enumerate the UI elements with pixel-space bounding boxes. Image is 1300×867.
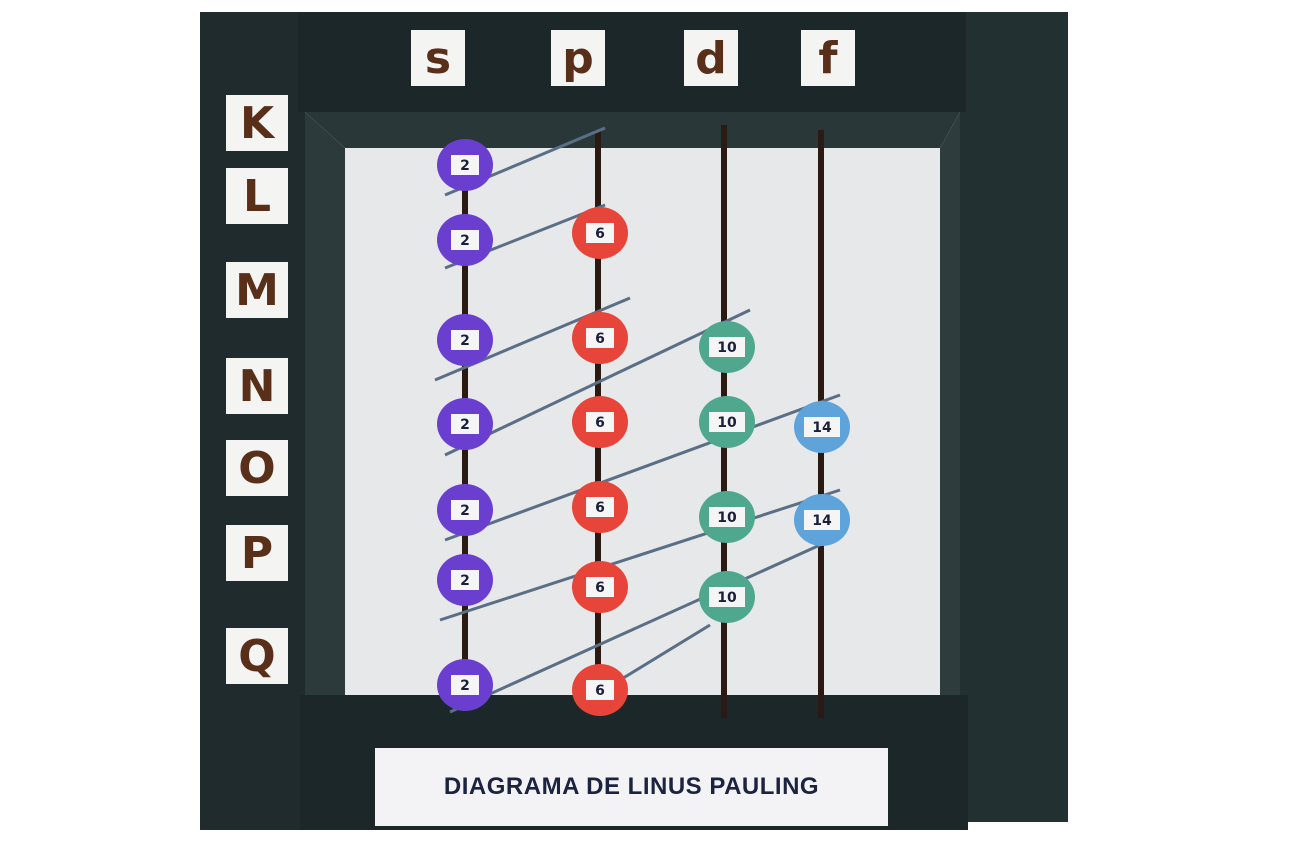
frame — [200, 12, 1068, 830]
shell-label-Q: Q — [226, 628, 288, 684]
bead-p: 6 — [572, 396, 628, 448]
shell-label-K: K — [226, 95, 288, 151]
bead-f: 14 — [794, 401, 850, 453]
subshell-label-p: p — [551, 30, 605, 86]
bead-d: 10 — [699, 321, 755, 373]
bead-electron-count: 2 — [460, 158, 470, 174]
subshell-label-d: d — [684, 30, 738, 86]
bead-s: 2 — [437, 214, 493, 266]
shell-label-O: O — [226, 440, 288, 496]
bead-s: 2 — [437, 398, 493, 450]
bead-electron-count: 2 — [460, 417, 470, 433]
subshell-label-s: s — [411, 30, 465, 86]
bead-electron-count: 6 — [595, 415, 605, 431]
shell-label-M: M — [226, 262, 288, 318]
wire — [444, 393, 841, 542]
bead-s: 2 — [437, 139, 493, 191]
bead-electron-count: 2 — [460, 333, 470, 349]
right-frame-column — [960, 12, 1068, 822]
top-frame-bar — [298, 12, 966, 112]
left-inner-bevel — [305, 112, 345, 700]
bead-p: 6 — [572, 481, 628, 533]
bead-electron-count: 6 — [595, 580, 605, 596]
bead-electron-count: 10 — [717, 510, 737, 526]
shell-label-N: N — [226, 358, 288, 414]
wire — [619, 623, 711, 682]
bead-electron-count: 2 — [460, 678, 470, 694]
bead-s: 2 — [437, 554, 493, 606]
bead-electron-count: 6 — [595, 500, 605, 516]
wire — [449, 543, 821, 714]
diagram-title: DIAGRAMA DE LINUS PAULING — [375, 748, 888, 826]
wire — [439, 488, 841, 622]
top-inner-bevel — [305, 112, 960, 148]
bead-s: 2 — [437, 314, 493, 366]
bead-electron-count: 6 — [595, 331, 605, 347]
bead-electron-count: 10 — [717, 590, 737, 606]
bead-p: 6 — [572, 664, 628, 716]
bead-p: 6 — [572, 207, 628, 259]
subshell-label-f: f — [801, 30, 855, 86]
bead-s: 2 — [437, 484, 493, 536]
bead-d: 10 — [699, 491, 755, 543]
bead-electron-count: 2 — [460, 503, 470, 519]
wire — [444, 308, 751, 457]
back-panel — [345, 148, 940, 700]
right-inner-bevel — [940, 112, 960, 700]
bead-electron-count: 2 — [460, 573, 470, 589]
shell-label-P: P — [226, 525, 288, 581]
wire — [434, 296, 631, 382]
bead-electron-count: 10 — [717, 415, 737, 431]
bead-d: 10 — [699, 396, 755, 448]
bead-electron-count: 6 — [595, 683, 605, 699]
bead-d: 10 — [699, 571, 755, 623]
shell-label-L: L — [226, 168, 288, 224]
bead-electron-count: 10 — [717, 340, 737, 356]
beads: 2 2 2 2 2 2 2 6 6 6 6 6 6 10 10 10 10 14 14 — [437, 139, 850, 716]
bead-p: 6 — [572, 561, 628, 613]
bead-electron-count: 6 — [595, 226, 605, 242]
bead-p: 6 — [572, 312, 628, 364]
bead-electron-count: 14 — [812, 513, 832, 529]
bead-s: 2 — [437, 659, 493, 711]
bead-electron-count: 14 — [812, 420, 832, 436]
bead-electron-count: 2 — [460, 233, 470, 249]
bead-f: 14 — [794, 494, 850, 546]
